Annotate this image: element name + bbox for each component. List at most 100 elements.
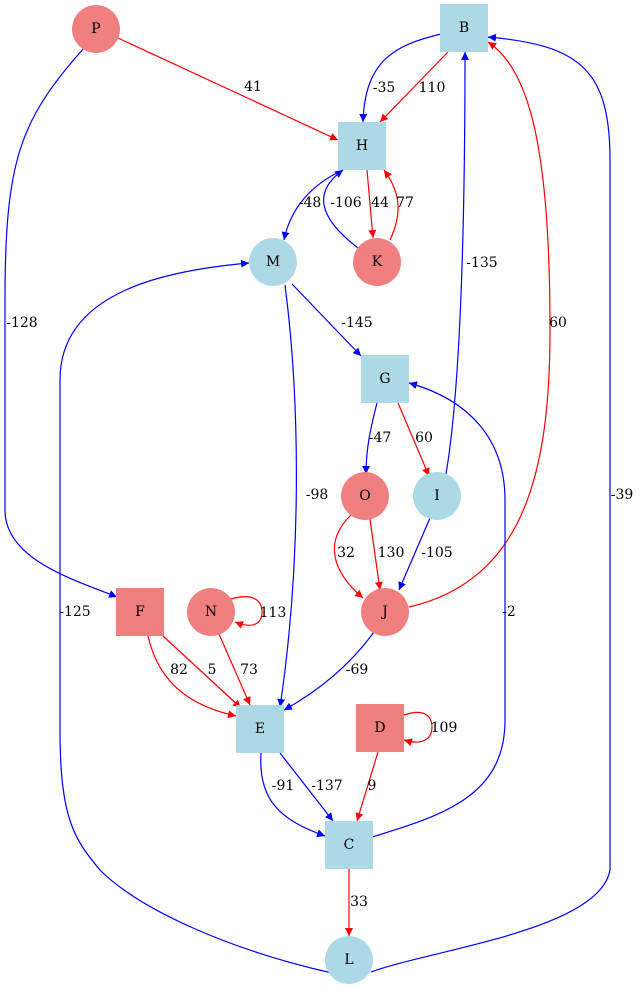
node-label: G xyxy=(379,371,390,387)
edge-o-j-2: 130 xyxy=(369,518,405,591)
edge-m-e: -98 xyxy=(277,284,329,708)
edge-weight-label: 82 xyxy=(170,662,188,678)
node-i: I xyxy=(413,472,461,520)
edge-weight-label: -145 xyxy=(341,315,372,331)
edge-k-h: -106 xyxy=(322,169,362,249)
node-h: H xyxy=(338,122,386,170)
node-circle xyxy=(413,472,461,520)
edge-m-g: -145 xyxy=(291,283,373,357)
node-e: E xyxy=(236,705,284,753)
edge-line xyxy=(147,635,237,719)
edge-weight-label: 130 xyxy=(378,545,405,561)
edge-weight-label: 109 xyxy=(431,720,458,736)
edge-o-j-1: 32 xyxy=(333,514,364,599)
edge-line xyxy=(279,752,334,822)
node-square xyxy=(236,705,284,753)
edge-c-l: 33 xyxy=(345,869,368,936)
node-circle xyxy=(325,936,373,984)
node-circle xyxy=(249,238,297,286)
node-label: E xyxy=(255,721,265,737)
edge-weight-label: -135 xyxy=(466,255,497,271)
edge-l-m: -125 xyxy=(59,259,333,974)
node-label: P xyxy=(91,21,100,37)
edge-j-e: -69 xyxy=(283,631,375,711)
edge-line xyxy=(383,169,399,241)
edge-line xyxy=(355,751,379,822)
edge-l-b: -39 xyxy=(370,33,634,973)
node-g: G xyxy=(361,355,409,403)
edge-weight-label: 9 xyxy=(368,778,377,794)
node-square xyxy=(116,588,164,636)
edge-weight-label: 73 xyxy=(240,662,258,678)
node-o: O xyxy=(341,472,389,520)
edge-e-c-2: -137 xyxy=(279,752,343,822)
node-circle xyxy=(341,472,389,520)
edge-weight-label: -128 xyxy=(6,315,37,331)
node-l: L xyxy=(325,936,373,984)
edge-weight-label: 41 xyxy=(244,79,262,95)
edge-line xyxy=(370,33,611,973)
node-label: H xyxy=(356,138,368,154)
node-label: B xyxy=(459,20,469,36)
node-c: C xyxy=(325,821,373,869)
edge-line xyxy=(362,402,378,475)
node-circle xyxy=(353,238,401,286)
edge-j-b: 60 xyxy=(408,41,567,608)
edge-weight-label: -125 xyxy=(59,604,90,620)
edge-b-h-1: -35 xyxy=(359,33,442,123)
node-square xyxy=(361,355,409,403)
edge-weight-label: 110 xyxy=(419,80,446,96)
edge-f-e-1: 82 xyxy=(147,635,237,719)
node-label: N xyxy=(205,604,217,620)
node-k: K xyxy=(353,238,401,286)
edge-weight-label: -35 xyxy=(373,80,396,96)
node-square xyxy=(440,4,488,52)
edge-h-k: 44 xyxy=(366,169,389,239)
edge-weight-label: -91 xyxy=(272,778,295,794)
edge-b-h-2: 110 xyxy=(379,51,449,123)
edge-n-e: 73 xyxy=(218,633,258,706)
edge-n-n: 113 xyxy=(230,596,287,629)
edge-line xyxy=(397,402,430,477)
edge-line xyxy=(283,631,375,711)
edge-weight-label: -98 xyxy=(306,487,329,503)
edge-line xyxy=(281,169,344,241)
edge-weight-label: 5 xyxy=(208,662,217,678)
edge-line xyxy=(369,518,383,591)
edge-weight-label: -47 xyxy=(369,430,392,446)
edge-weight-label: 113 xyxy=(260,605,287,621)
edge-weight-label: 77 xyxy=(396,195,414,211)
node-label: J xyxy=(380,604,388,620)
node-n: N xyxy=(187,588,235,636)
edge-line xyxy=(59,259,333,974)
node-circle xyxy=(361,588,409,636)
node-f: F xyxy=(116,588,164,636)
edge-i-b: -135 xyxy=(445,51,498,475)
edge-line xyxy=(218,633,251,706)
edge-weight-label: 60 xyxy=(549,315,567,331)
node-label: I xyxy=(434,488,440,504)
edge-i-j: -105 xyxy=(398,517,453,591)
edge-g-o: -47 xyxy=(362,402,392,475)
edge-line xyxy=(322,169,359,249)
edge-weight-label: -137 xyxy=(311,778,342,794)
edge-g-i: 60 xyxy=(397,402,433,477)
edge-line xyxy=(162,635,242,709)
node-square xyxy=(325,821,373,869)
edge-line xyxy=(117,37,339,141)
node-circle xyxy=(72,5,120,53)
edge-weight-label: 44 xyxy=(371,195,389,211)
edge-p-h: 41 xyxy=(117,37,339,141)
node-label: D xyxy=(374,720,385,736)
edge-line xyxy=(366,169,377,239)
node-square xyxy=(338,122,386,170)
node-circle xyxy=(187,588,235,636)
node-label: K xyxy=(372,254,383,270)
edge-d-c: 9 xyxy=(355,751,379,822)
edge-line xyxy=(277,284,297,708)
edge-weight-label: -39 xyxy=(611,487,634,503)
edge-line xyxy=(403,711,433,747)
node-label: M xyxy=(266,254,280,270)
edge-line xyxy=(398,517,431,591)
